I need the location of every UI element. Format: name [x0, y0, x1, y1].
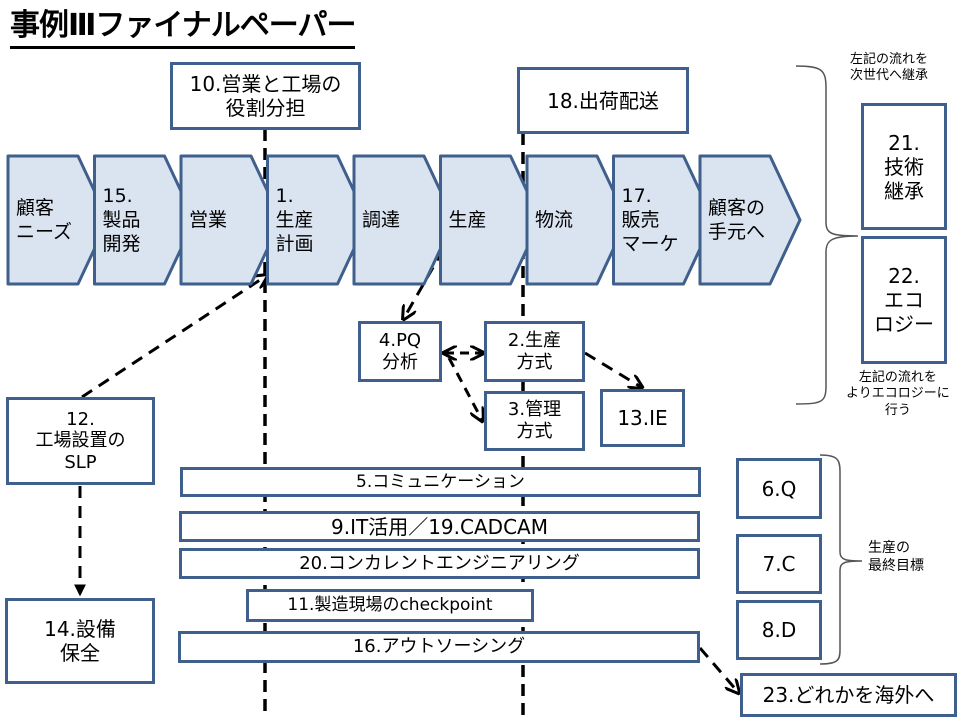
checkpoint-label: 11.製造現場のcheckpoint: [287, 595, 493, 616]
process-step-line: 物流: [535, 209, 574, 231]
outsourcing-bar: 16.アウトソーシング: [178, 631, 700, 663]
process-step-line: 生産: [275, 209, 314, 231]
goal-cost-label: 7.C: [762, 552, 796, 576]
management-method-line2: 方式: [516, 421, 553, 442]
note-ecology-line3: 行う: [884, 402, 911, 418]
pq-analysis-line1: 4.PQ: [378, 329, 422, 351]
goal-quality-box: 6.Q: [736, 458, 822, 519]
arrow-production-to-pq: [404, 249, 445, 318]
role-division-line2: 役割分担: [225, 96, 306, 120]
pq-analysis-box: 4.PQ 分析: [358, 321, 442, 382]
slp-line3: SLP: [64, 451, 97, 473]
management-method-box: 3.管理 方式: [484, 391, 585, 451]
process-step-label: 顧客の手元へ: [708, 196, 765, 244]
slp-line1: 12.: [66, 408, 95, 430]
process-step-label: 営業: [189, 208, 227, 232]
note-ecology: 左記の流れを よりエコロジーに 行う: [846, 370, 950, 419]
ie-box: 13.IE: [600, 389, 685, 447]
arrow-outsourcing-to-overseas: [698, 647, 738, 692]
arrow-pq-to-management: [447, 357, 482, 420]
ecology-line2: エコ: [884, 288, 924, 312]
arrow-method-to-ie: [584, 351, 641, 387]
shipping-label: 18.出荷配送: [547, 88, 659, 113]
process-step-line: 手元へ: [708, 221, 766, 243]
note-ecology-line2: よりエコロジーに: [846, 386, 950, 402]
note-ecology-line1: 左記の流れを: [858, 370, 937, 385]
process-step-label: 調達: [362, 208, 400, 232]
goal-delivery-label: 8.D: [761, 618, 797, 642]
slp-box: 12. 工場設置の SLP: [6, 397, 155, 485]
process-step-line: マーケ: [621, 233, 679, 255]
page-title: 事例Ⅲファイナルペーパー: [10, 8, 356, 49]
checkpoint-bar: 11.製造現場のcheckpoint: [246, 589, 534, 622]
ecology-line3: ロジー: [874, 312, 934, 336]
process-step-line: 顧客: [16, 197, 55, 219]
process-step-shape: [698, 154, 802, 286]
process-step-line: 営業: [189, 209, 228, 231]
overseas-box: 23.どれかを海外へ: [740, 673, 957, 717]
maintenance-box: 14.設備 保全: [5, 598, 155, 684]
communication-bar: 5.コミュニケーション: [180, 467, 701, 497]
process-step-line: 製品: [102, 209, 141, 231]
process-step-label: 15.製品開発: [103, 184, 141, 256]
tech-transfer-box: 21. 技術 継承: [861, 103, 947, 230]
process-step-line: 計画: [275, 233, 314, 255]
goal-delivery-box: 8.D: [736, 600, 822, 660]
management-method-line1: 3.管理: [507, 399, 562, 421]
process-step-label: 17.販売マーケ: [622, 184, 679, 256]
goals-note: 生産の 最終目標: [868, 540, 924, 575]
concurrent-engineering-label: 20.コンカレントエンジニアリング: [299, 552, 580, 574]
brace-right-upper-lower: [795, 65, 859, 405]
slp-line2: 工場設置の: [35, 430, 126, 452]
process-step-line: 1.: [275, 185, 294, 207]
production-method-box: 2.生産 方式: [484, 321, 585, 382]
process-step-label: 1.生産計画: [276, 184, 314, 256]
it-bar: 9.IT活用／19.CADCAM: [179, 511, 700, 542]
arrow-slp-to-plan: [81, 276, 266, 399]
process-step-line: 顧客の: [708, 197, 766, 219]
process-step-line: 販売: [621, 209, 660, 231]
role-division-box: 10.営業と工場の 役割分担: [170, 62, 361, 130]
brace-goals: [819, 454, 863, 665]
process-step-line: 15.: [102, 185, 133, 207]
role-division-line1: 10.営業と工場の: [189, 72, 342, 96]
production-method-line2: 方式: [516, 351, 553, 373]
tech-transfer-line2: 技術: [884, 154, 924, 179]
maintenance-line1: 14.設備: [44, 617, 116, 641]
goal-quality-label: 6.Q: [761, 476, 797, 501]
production-method-line1: 2.生産: [507, 329, 562, 351]
maintenance-line2: 保全: [60, 641, 100, 665]
concurrent-engineering-bar: 20.コンカレントエンジニアリング: [179, 548, 700, 579]
ie-label: 13.IE: [617, 406, 668, 430]
ecology-line1: 22.: [888, 264, 920, 288]
pq-analysis-line2: 分析: [382, 351, 418, 373]
note-next-generation: 左記の流れを 次世代へ継承: [850, 52, 928, 85]
process-step-line: 17.: [621, 185, 652, 207]
outsourcing-label: 16.アウトソーシング: [352, 636, 526, 658]
tech-transfer-line1: 21.: [888, 130, 920, 155]
it-label: 9.IT活用／19.CADCAM: [331, 514, 548, 539]
process-step-label: 物流: [535, 208, 573, 232]
goal-cost-box: 7.C: [736, 534, 822, 594]
process-step-line: ニーズ: [16, 221, 73, 243]
note-next-generation-line1: 左記の流れを: [850, 52, 929, 67]
process-step-line: 開発: [102, 233, 141, 255]
process-step-line: 調達: [362, 209, 401, 231]
goals-note-line1: 生産の: [868, 540, 910, 556]
shipping-box: 18.出荷配送: [517, 67, 689, 134]
process-step-label: 顧客ニーズ: [16, 196, 72, 244]
goals-note-line2: 最終目標: [868, 557, 924, 574]
communication-label: 5.コミュニケーション: [356, 471, 525, 492]
note-next-generation-line2: 次世代へ継承: [850, 68, 929, 84]
ecology-box: 22. エコ ロジー: [861, 236, 947, 364]
tech-transfer-line3: 継承: [884, 178, 924, 203]
process-step-label: 生産: [449, 208, 487, 232]
overseas-label: 23.どれかを海外へ: [762, 683, 935, 707]
process-step-line: 生産: [448, 209, 487, 231]
